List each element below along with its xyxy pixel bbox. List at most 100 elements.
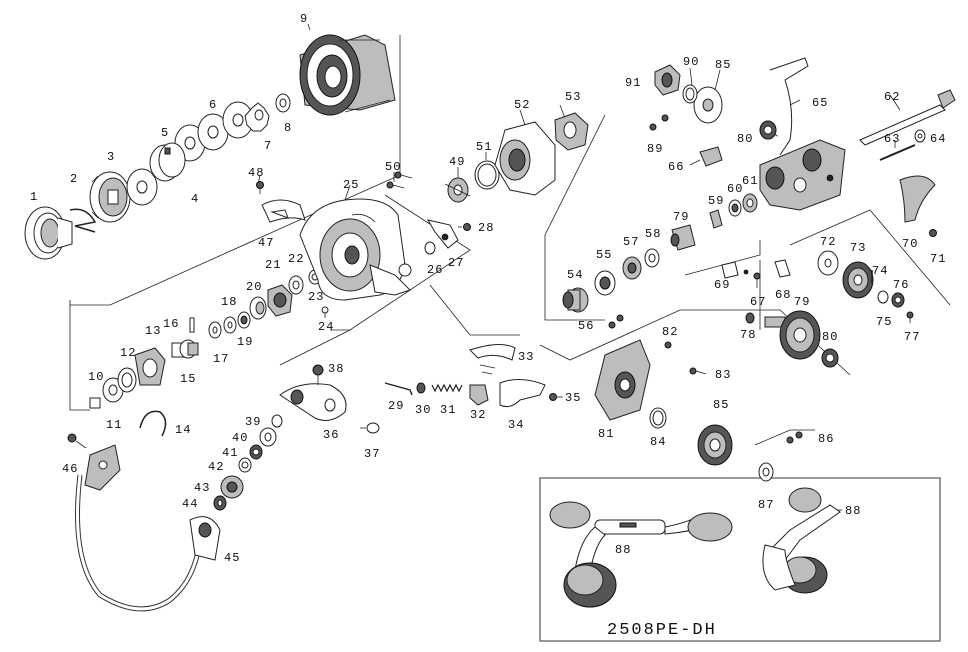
part-label-55: 55 <box>596 248 612 262</box>
part-85b-drawing <box>697 424 733 466</box>
part-label-87: 87 <box>758 498 774 512</box>
part-79b-drawing <box>764 310 821 360</box>
part-42-drawing <box>238 457 252 473</box>
part-label-46: 46 <box>62 462 78 476</box>
part-82-drawing <box>664 341 672 349</box>
part-label-68: 68 <box>775 288 791 302</box>
part-64-drawing <box>914 129 926 143</box>
part-17-drawing <box>208 321 222 339</box>
part-label-39: 39 <box>245 415 261 429</box>
part-1-drawing <box>24 206 73 260</box>
part-label-17: 17 <box>213 352 229 366</box>
part-label-90: 90 <box>683 55 699 69</box>
part-label-84: 84 <box>650 435 666 449</box>
part-label-30: 30 <box>415 403 431 417</box>
part-37-drawing <box>360 422 380 434</box>
part-label-78: 78 <box>740 328 756 342</box>
part-label-80a: 80 <box>737 132 753 146</box>
part-52-drawing <box>494 121 556 196</box>
part-label-9: 9 <box>300 12 308 26</box>
part-39-drawing <box>271 414 283 428</box>
part-88b-drawing <box>549 501 733 608</box>
part-label-58: 58 <box>645 227 661 241</box>
part-label-88b: 88 <box>615 543 631 557</box>
part-label-25: 25 <box>343 178 359 192</box>
part-47-drawing <box>261 199 306 223</box>
part-label-22: 22 <box>288 252 304 266</box>
part-label-76: 76 <box>893 278 909 292</box>
part-9-drawing <box>299 34 396 116</box>
part-label-16: 16 <box>163 317 179 331</box>
part-label-1: 1 <box>30 190 38 204</box>
part-label-21: 21 <box>265 258 281 272</box>
part-62-drawing <box>859 89 956 146</box>
part-label-51: 51 <box>476 140 492 154</box>
part-label-34: 34 <box>508 418 524 432</box>
part-36-drawing <box>279 383 347 421</box>
part-label-85a: 85 <box>715 58 731 72</box>
part-79-drawing <box>670 224 696 251</box>
part-label-42: 42 <box>208 460 224 474</box>
part-label-48: 48 <box>248 166 264 180</box>
part-13-drawing <box>134 347 166 386</box>
part-label-20: 20 <box>246 280 262 294</box>
part-19-drawing <box>237 311 251 329</box>
part-label-47: 47 <box>258 236 274 250</box>
part-63-drawing <box>879 144 916 161</box>
part-75-drawing <box>877 290 889 304</box>
part-15-drawing <box>171 339 199 359</box>
part-58-drawing <box>644 248 660 268</box>
part-label-74: 74 <box>872 264 888 278</box>
part-80b-drawing <box>821 348 839 368</box>
part-label-86: 86 <box>818 432 834 446</box>
part-label-12: 12 <box>120 346 136 360</box>
part-label-24: 24 <box>318 320 334 334</box>
part-80a-drawing <box>759 120 777 140</box>
part-72-drawing <box>817 250 839 276</box>
part-16-drawing <box>189 317 195 333</box>
part-49-drawing <box>444 177 471 203</box>
part-label-63: 63 <box>884 132 900 146</box>
part-46-drawing <box>67 433 121 491</box>
part-label-65: 65 <box>812 96 828 110</box>
part-label-28: 28 <box>478 221 494 235</box>
part-label-89: 89 <box>647 142 663 156</box>
part-90-drawing <box>682 84 698 104</box>
part-24-drawing <box>321 306 329 318</box>
part-label-77: 77 <box>904 330 920 344</box>
part-label-29: 29 <box>388 399 404 413</box>
part-84-drawing <box>649 407 667 429</box>
part-3-drawing <box>89 171 131 223</box>
part-label-67: 67 <box>750 295 766 309</box>
part-8-drawing <box>275 93 291 113</box>
part-43-drawing <box>220 475 244 499</box>
part-label-82: 82 <box>662 325 678 339</box>
part-83-drawing <box>689 367 707 375</box>
part-60-drawing <box>728 199 742 217</box>
part-89-drawing <box>649 114 669 131</box>
part-29-drawing <box>384 382 413 396</box>
part-label-69: 69 <box>714 278 730 292</box>
part-label-27: 27 <box>448 256 464 270</box>
part-label-64: 64 <box>930 132 946 146</box>
part-label-23: 23 <box>308 290 324 304</box>
part-label-13: 13 <box>145 324 161 338</box>
part-14-drawing <box>139 410 167 437</box>
part-label-83: 83 <box>715 368 731 382</box>
part-33-drawing <box>469 344 516 375</box>
part-51-drawing <box>474 160 500 190</box>
part-48-drawing <box>256 181 264 194</box>
part-78-drawing <box>745 312 755 324</box>
part-label-44: 44 <box>182 497 198 511</box>
inset-box <box>539 477 941 642</box>
part-label-14: 14 <box>175 423 191 437</box>
part-68-drawing <box>774 259 791 278</box>
part-labels: 1 2 3 4 5 6 7 8 9 10 11 12 13 14 15 16 1… <box>30 12 946 565</box>
part-18-drawing <box>223 316 237 334</box>
part-59-drawing <box>709 209 723 229</box>
part-label-5: 5 <box>161 126 169 140</box>
part-81-drawing <box>594 339 651 421</box>
part-26-drawing <box>424 241 436 255</box>
part-label-50: 50 <box>385 160 401 174</box>
